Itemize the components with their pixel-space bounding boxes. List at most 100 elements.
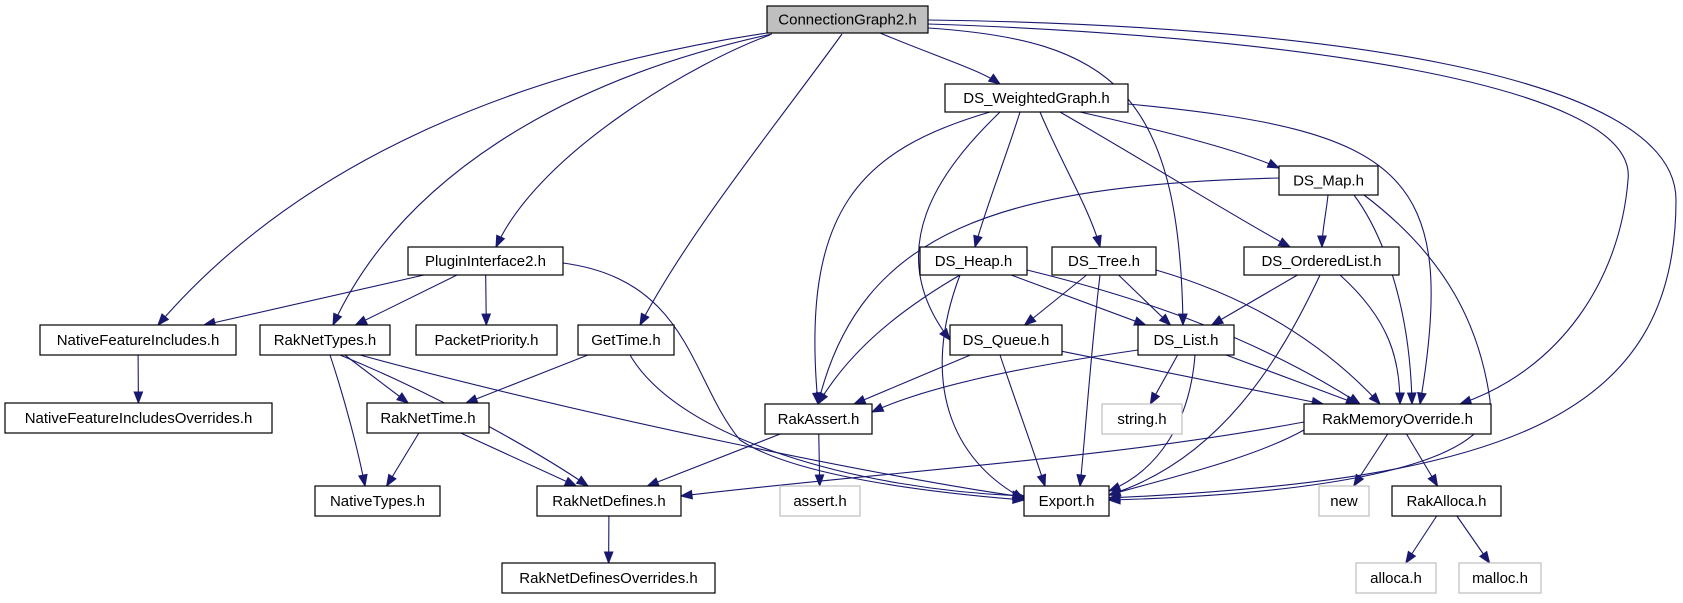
edge-line <box>157 32 768 326</box>
edge-raknettime-to-raknetdefines <box>460 432 578 487</box>
node-label: NativeFeatureIncludesOverrides.h <box>25 410 253 427</box>
edge-plugininterface2-to-nativefeatureincludes <box>202 274 425 328</box>
edge-ds-weightedgraph-to-ds-tree <box>1039 111 1102 249</box>
arrowhead <box>1458 395 1473 405</box>
edge-line <box>639 33 843 326</box>
node-raknetdefines[interactable]: RakNetDefines.h <box>536 485 682 517</box>
edge-connectiongraph2-to-nativefeatureincludes <box>157 32 768 327</box>
node-ds-list[interactable]: DS_List.h <box>1137 324 1235 356</box>
node-ds-weightedgraph[interactable]: DS_WeightedGraph.h <box>944 83 1129 113</box>
node-rakalloca[interactable]: RakAlloca.h <box>1391 485 1502 517</box>
node-box <box>4 402 273 434</box>
arrowhead <box>396 392 410 404</box>
arrowhead <box>870 402 885 413</box>
arrowhead <box>332 312 343 327</box>
node-label: ConnectionGraph2.h <box>778 12 916 29</box>
node-ds-orderedlist[interactable]: DS_OrderedList.h <box>1243 246 1400 276</box>
node-box <box>314 485 441 517</box>
edge-line <box>871 349 1139 413</box>
node-nativefeatureincludesoverrides[interactable]: NativeFeatureIncludesOverrides.h <box>4 402 273 434</box>
arrowhead <box>1478 550 1491 565</box>
node-plugininterface2[interactable]: PluginInterface2.h <box>407 246 564 276</box>
node-label: alloca.h <box>1370 570 1422 587</box>
node-raknettime[interactable]: RakNetTime.h <box>366 402 490 434</box>
node-nativefeatureincludes[interactable]: NativeFeatureIncludes.h <box>39 324 237 356</box>
arrowhead <box>1076 474 1087 488</box>
node-raknetdefinesoverrides[interactable]: RakNetDefinesOverrides.h <box>501 562 716 594</box>
arrowhead <box>939 327 951 342</box>
node-label: DS_WeightedGraph.h <box>963 90 1109 107</box>
node-box <box>1318 485 1370 517</box>
node-label: DS_OrderedList.h <box>1261 253 1381 270</box>
node-nativetypes[interactable]: NativeTypes.h <box>314 485 441 517</box>
node-raknettypes[interactable]: RakNetTypes.h <box>259 324 391 356</box>
edge-line <box>460 432 577 487</box>
edge-connectiongraph2-to-ds-list <box>927 27 1188 327</box>
arrowhead <box>852 394 867 405</box>
arrowhead <box>1395 392 1405 406</box>
arrowhead <box>1210 314 1225 326</box>
arrowhead <box>639 312 650 327</box>
edge-line <box>1026 269 1361 405</box>
node-malloc-h: malloc.h <box>1458 562 1542 594</box>
arrowhead <box>1107 494 1121 505</box>
node-ds-queue[interactable]: DS_Queue.h <box>949 324 1063 356</box>
edge-line <box>562 262 1025 501</box>
edge-ds-weightedgraph-to-ds-queue <box>917 111 1001 342</box>
edge-line <box>1211 274 1298 326</box>
edge-line <box>917 111 1001 341</box>
edge-line <box>999 354 1046 487</box>
node-ds-map[interactable]: DS_Map.h <box>1278 165 1379 196</box>
edge-ds-list-to-rakassert <box>870 349 1139 413</box>
arrowhead <box>495 234 506 249</box>
node-export[interactable]: Export.h <box>1023 485 1110 517</box>
node-rakassert[interactable]: RakAssert.h <box>764 403 873 435</box>
edge-ds-orderedlist-to-ds-list <box>1210 274 1298 326</box>
node-box <box>1391 485 1502 517</box>
nodes-layer: ConnectionGraph2.hDS_WeightedGraph.hDS_M… <box>4 5 1542 594</box>
node-box <box>944 83 1129 113</box>
node-ds-heap[interactable]: DS_Heap.h <box>919 246 1028 276</box>
edge-ds-list-to-string-h <box>1149 354 1179 406</box>
node-box <box>1051 246 1157 276</box>
node-alloca-h: alloca.h <box>1355 562 1437 594</box>
node-box <box>764 403 873 435</box>
node-box <box>1355 562 1437 594</box>
arrowhead <box>1107 487 1122 497</box>
edges-layer <box>133 19 1677 565</box>
arrowhead <box>1417 391 1427 406</box>
node-packetpriority[interactable]: PacketPriority.h <box>415 324 558 356</box>
node-box <box>501 562 716 594</box>
edge-ds-list-to-rakmemoryoverride <box>1225 354 1359 405</box>
edge-ds-map-to-rakassert <box>815 177 1280 406</box>
edge-line <box>495 34 771 248</box>
node-box <box>407 246 564 276</box>
edge-gettime-to-export <box>629 354 1026 501</box>
edge-connectiongraph2-to-gettime <box>639 33 843 327</box>
node-label: GetTime.h <box>591 332 660 349</box>
node-connectiongraph2[interactable]: ConnectionGraph2.h <box>766 5 929 34</box>
node-label: RakNetDefines.h <box>552 493 665 510</box>
arrowhead <box>1277 237 1292 248</box>
edge-connectiongraph2-to-raknettypes <box>332 33 773 327</box>
edge-line <box>1339 274 1401 405</box>
arrowhead <box>1406 392 1417 406</box>
node-rakmemoryoverride[interactable]: RakMemoryOverride.h <box>1303 403 1492 435</box>
arrowhead <box>157 313 170 327</box>
node-gettime[interactable]: GetTime.h <box>577 324 675 356</box>
edge-ds-orderedlist-to-rakmemoryoverride <box>1339 274 1405 406</box>
node-label: RakAssert.h <box>778 411 860 428</box>
arrowhead <box>1368 392 1381 406</box>
node-ds-tree[interactable]: DS_Tree.h <box>1051 246 1157 276</box>
node-label: RakNetTypes.h <box>274 332 377 349</box>
edge-line <box>941 274 1025 500</box>
edge-nativefeatureincludes-to-nativefeatureincludesoverrides <box>133 354 144 405</box>
node-label: RakNetDefinesOverrides.h <box>519 570 697 587</box>
edge-line <box>332 33 773 326</box>
edge-line <box>339 354 589 487</box>
arrowhead <box>357 473 368 488</box>
arrowhead <box>1012 490 1026 501</box>
arrowhead <box>1133 316 1147 326</box>
arrowhead <box>679 489 694 500</box>
node-label: RakMemoryOverride.h <box>1322 411 1473 428</box>
